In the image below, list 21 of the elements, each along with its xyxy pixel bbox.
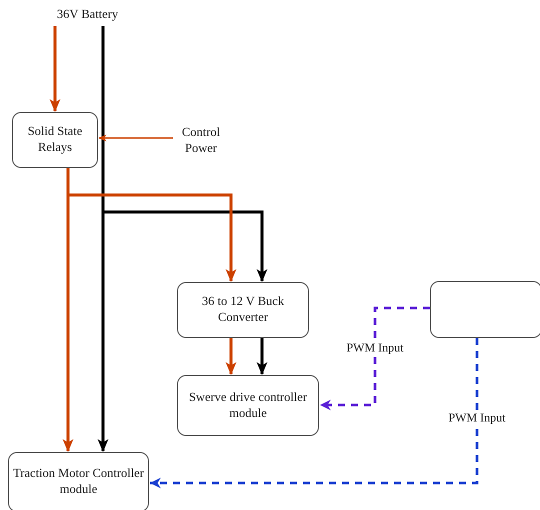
relay-box — [12, 112, 98, 168]
microcontroller-box — [430, 281, 540, 338]
box-text: Traction Motor Controller module — [12, 466, 145, 498]
controller-box — [177, 375, 319, 436]
power-line-arrow — [256, 338, 268, 376]
converter-box — [177, 282, 309, 338]
power-line-arrow — [50, 26, 60, 112]
power-line-arrow — [66, 168, 236, 282]
box-text: Swerve drive controller module — [188, 390, 308, 422]
power-source-label: 36V Battery — [45, 4, 130, 26]
edge-label: PWM Input — [446, 410, 508, 426]
pointer-arrow — [98, 134, 173, 142]
signal-arrow — [150, 338, 478, 488]
box-text: Solid State Relays — [26, 124, 84, 156]
controller-box — [8, 452, 149, 510]
power-line-arrow — [226, 338, 236, 376]
power-line-arrow — [102, 26, 268, 282]
edge-label: PWM Input — [344, 340, 406, 356]
box-text: 36 to 12 V Buck Converter — [200, 294, 286, 326]
control-power-label: Control Power — [173, 123, 229, 159]
signal-arrow — [320, 306, 430, 410]
